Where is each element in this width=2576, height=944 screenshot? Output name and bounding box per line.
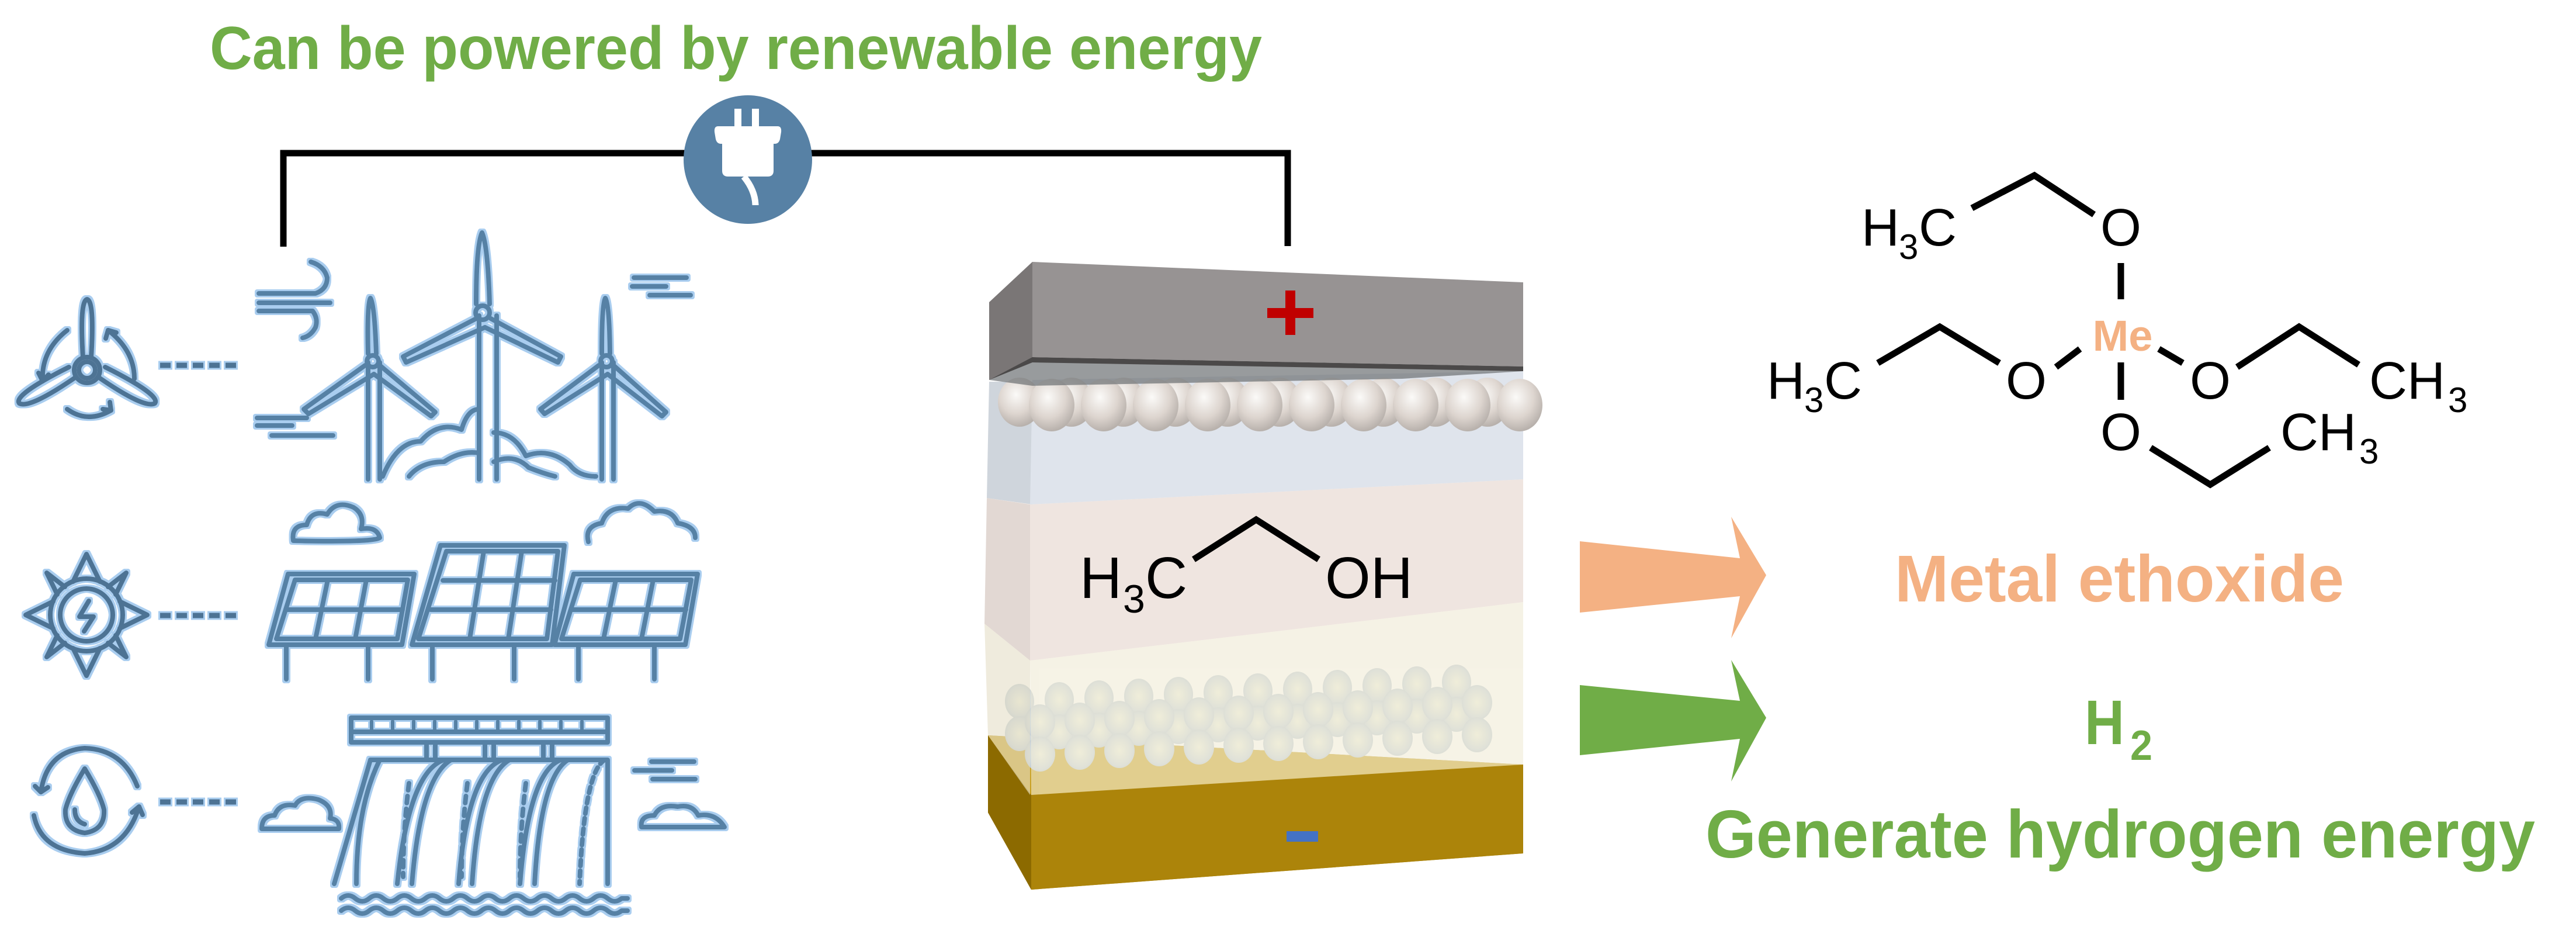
wind-farm-illustration [225,230,744,482]
group-sub: 3 [2448,381,2467,420]
group-h: H [1861,199,1899,257]
metal-ethoxide-structure: Me O O O O H 3 C H 3 C CH 3 [1767,171,2467,489]
metal-ethoxide-arrow [1580,517,1766,638]
oxygen-bottom: O [2100,403,2141,462]
wind-turbine-icon [16,297,158,419]
group-ch: CH [2369,352,2445,410]
cathode-particle [1029,379,1074,431]
water-cycle-icon [32,746,145,856]
hydrogen-formula: H 2 [2085,687,2152,769]
negative-terminal-icon [1287,831,1318,842]
ethanol-h: H [1080,545,1122,611]
cathode-particle [1185,379,1230,431]
group-c: C [1919,199,1957,257]
cathode-particle [1133,379,1178,431]
ethanol-c: C [1145,545,1187,611]
cathode-particle [1393,379,1438,431]
title: Can be powered by renewable energy [210,15,1262,82]
cathode-particle [1237,379,1282,431]
solar-panels-illustration [225,501,744,685]
group-c: C [1824,352,1862,410]
plus-icon [1267,291,1313,335]
metal-center-label: Me [2093,312,2153,360]
hydrogen-h: H [2085,687,2124,758]
solar-energy-icon [23,552,150,678]
group-sub: 3 [2359,432,2379,471]
cathode-electrode [989,262,1523,386]
ethyl-group-bottom: CH 3 [2280,403,2379,471]
plug-icon [684,95,812,224]
group-sub: 3 [1899,227,1918,267]
ethanol-molecule: H 3 C OH [1080,516,1413,621]
ethanol-sub-3: 3 [1123,577,1145,621]
cathode-particle [1081,379,1126,431]
cathode-particles [998,378,1542,431]
cathode-particle [1497,379,1542,431]
hydrogen-energy-caption: Generate hydrogen energy [1705,796,2535,872]
oxygen-top: O [2100,199,2141,257]
hydrogen-arrow [1580,660,1766,782]
electrochemical-cell: H 3 C OH [984,262,1542,890]
group-sub: 3 [1804,381,1823,420]
ethyl-group-left: H 3 C [1767,352,1862,420]
group-h: H [1767,352,1805,410]
oxygen-right: O [2190,352,2231,410]
hydro-dam-illustration [225,715,744,916]
ethyl-group-right: CH 3 [2369,352,2467,420]
cathode-particle [998,378,1041,427]
cathode-particle [1289,379,1334,431]
cathode-particle [1341,379,1386,431]
hydrogen-sub-2: 2 [2130,722,2152,769]
group-ch: CH [2280,403,2356,462]
oxygen-left: O [2006,352,2047,410]
ethyl-group-top: H 3 C [1861,199,1957,267]
renewable-sources [16,230,744,916]
metal-ethoxide-label: Metal ethoxide [1895,542,2344,615]
cathode-particle [1445,379,1490,431]
ethanol-oh: OH [1325,545,1413,611]
